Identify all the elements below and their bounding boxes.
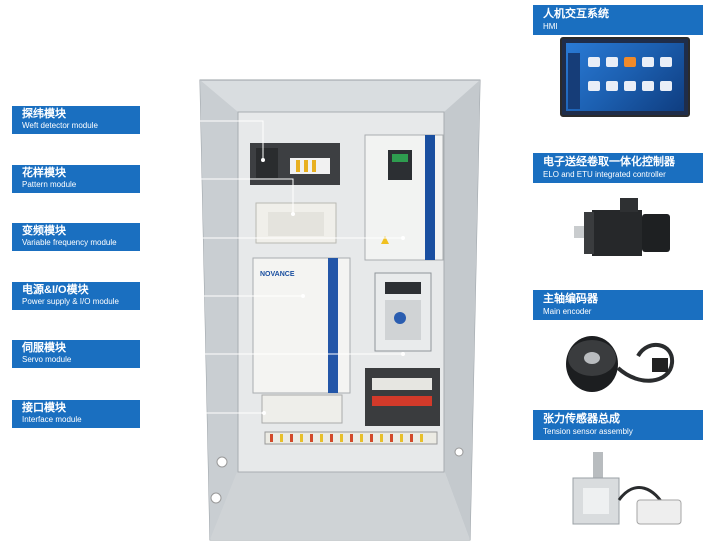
label-weft-detector-module: 探纬模块 Weft detector module xyxy=(12,106,140,134)
label-cn: 探纬模块 xyxy=(22,108,66,120)
label-en: Main encoder xyxy=(543,307,592,316)
label-interface-module: 接口模块 Interface module xyxy=(12,400,140,428)
label-en: Weft detector module xyxy=(22,121,98,130)
cabinet-hole xyxy=(454,447,464,457)
label-power-supply-io-module: 电源&I/O模块 Power supply & I/O module xyxy=(12,282,140,310)
label-cn: 伺服模块 xyxy=(22,342,66,354)
encoder-illustration xyxy=(566,336,675,392)
hmi-panel-illustration xyxy=(560,37,690,117)
label-en: Power supply & I/O module xyxy=(22,297,119,306)
label-cn: 花样模块 xyxy=(22,167,66,179)
label-tension-sensor-assembly: 张力传感器总成 Tension sensor assembly xyxy=(533,410,703,440)
cabinet-hole xyxy=(210,492,222,504)
label-cn: 电子送经卷取一体化控制器 xyxy=(543,156,675,168)
label-pattern-module: 花样模块 Pattern module xyxy=(12,165,140,193)
cabinet-hole xyxy=(216,456,228,468)
label-servo-module: 伺服模块 Servo module xyxy=(12,340,140,368)
label-cn: 张力传感器总成 xyxy=(543,413,620,425)
tension-sensor-illustration xyxy=(572,452,682,525)
label-elo-etu-controller: 电子送经卷取一体化控制器 ELO and ETU integrated cont… xyxy=(533,153,703,183)
interface-unit xyxy=(261,394,343,424)
label-cn: 主轴编码器 xyxy=(543,293,598,305)
label-cn: 变频模块 xyxy=(22,225,66,237)
label-en: Servo module xyxy=(22,355,72,364)
label-cn: 接口模块 xyxy=(22,402,66,414)
label-en: Interface module xyxy=(22,415,82,424)
label-hmi: 人机交互系统 HMI xyxy=(533,5,703,35)
label-variable-frequency-module: 变频模块 Variable frequency module xyxy=(12,223,140,251)
hmi-screen xyxy=(566,43,684,111)
label-en: Variable frequency module xyxy=(22,238,117,247)
label-main-encoder: 主轴编码器 Main encoder xyxy=(533,290,703,320)
drive-brand-text: NOVANCE xyxy=(260,271,295,278)
label-cn: 电源&I/O模块 xyxy=(22,284,89,296)
label-en: Tension sensor assembly xyxy=(543,427,633,436)
label-en: Pattern module xyxy=(22,180,77,189)
servo-motor-illustration xyxy=(574,198,670,256)
label-en: ELO and ETU integrated controller xyxy=(543,170,666,179)
label-en: HMI xyxy=(543,22,558,31)
label-cn: 人机交互系统 xyxy=(543,8,609,20)
